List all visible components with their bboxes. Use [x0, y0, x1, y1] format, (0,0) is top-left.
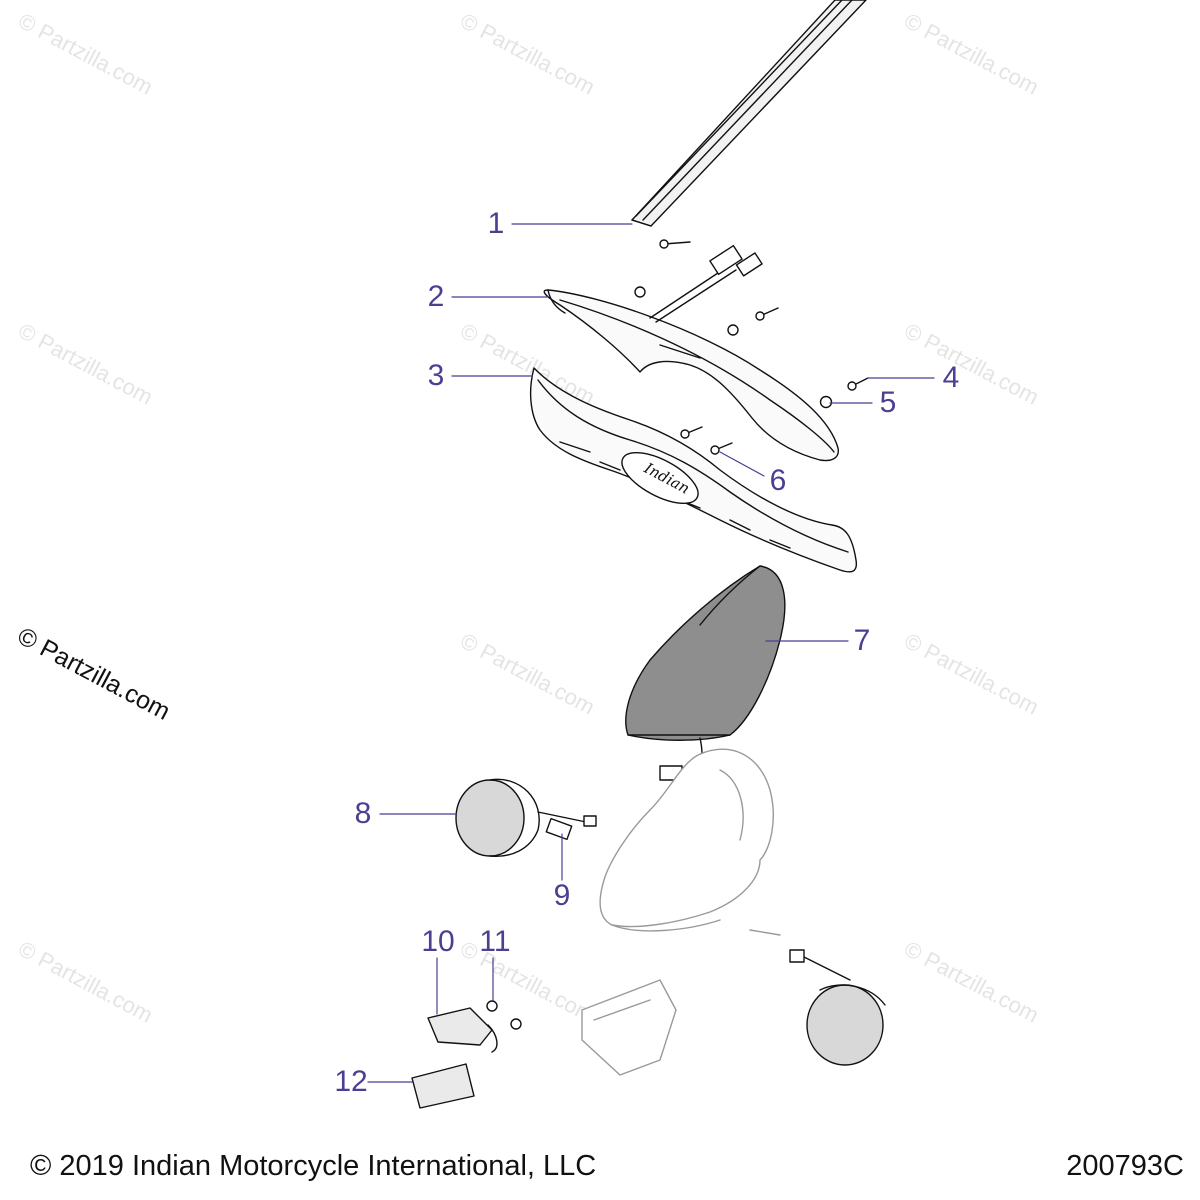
callout-3[interactable]: 3	[427, 359, 445, 392]
part-8-turn-signal	[455, 778, 597, 857]
part-2-taillight-housing	[543, 289, 839, 462]
part-5-nut	[819, 395, 833, 409]
license-mount	[581, 979, 677, 1076]
part-7-lens	[625, 565, 786, 781]
callout-1[interactable]: 1	[487, 207, 505, 240]
part-6-screws	[680, 426, 733, 455]
part-10-plate-light	[427, 1007, 498, 1053]
callout-4[interactable]: 4	[942, 361, 960, 394]
leader-lines	[367, 223, 935, 1083]
part-2-connector	[634, 239, 779, 336]
callout-6[interactable]: 6	[769, 464, 787, 497]
part-1-trim-strip	[631, 0, 867, 227]
part-9-bolt	[545, 817, 573, 841]
callout-12[interactable]: 12	[334, 1065, 368, 1098]
part-4-screw	[847, 377, 869, 391]
callout-10[interactable]: 10	[421, 925, 455, 958]
footer-copyright: © 2019 Indian Motorcycle International, …	[30, 1150, 597, 1182]
part-12-lens	[411, 1063, 475, 1109]
callout-9[interactable]: 9	[553, 879, 571, 912]
diagram-code: 200793C	[1066, 1150, 1184, 1182]
part-3-mount-bar: Indian	[529, 367, 858, 573]
callout-7[interactable]: 7	[853, 624, 871, 657]
part-11-nuts	[486, 1000, 522, 1030]
callout-5[interactable]: 5	[879, 386, 897, 419]
callout-8[interactable]: 8	[354, 797, 372, 830]
fender-bracket	[599, 748, 781, 936]
callout-11[interactable]: 11	[479, 925, 511, 958]
right-turn-signal	[789, 949, 886, 1066]
callout-2[interactable]: 2	[427, 280, 445, 313]
